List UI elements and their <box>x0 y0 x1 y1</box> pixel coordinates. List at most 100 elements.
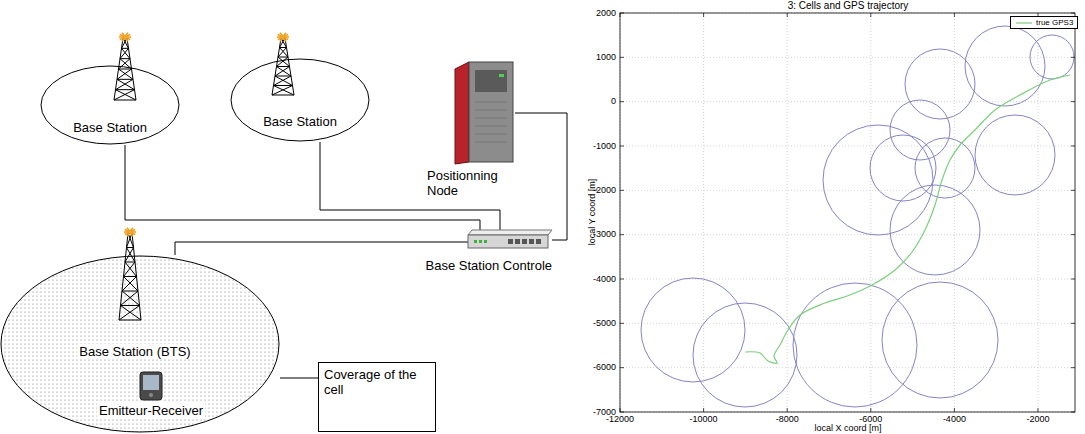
node-label: Base Station <box>263 114 337 129</box>
node-label: Base Station (BTS) <box>77 344 192 359</box>
cell-ellipse <box>231 59 369 141</box>
tower-brace <box>127 247 134 248</box>
pda-screen <box>143 375 159 390</box>
tower-brace <box>119 320 141 321</box>
mobile-device: Emitteur-Receiver <box>140 372 162 400</box>
cell-circle <box>693 303 797 407</box>
cell-circle <box>915 138 975 198</box>
flash-ray <box>278 38 281 40</box>
axis-label: local X coord [m] <box>814 423 881 433</box>
tick-label: -6000 <box>859 414 882 424</box>
tower-brace <box>122 291 138 292</box>
flash-ray <box>120 38 123 40</box>
tower-brace <box>121 291 139 306</box>
tick <box>787 408 788 412</box>
server-panel <box>475 70 507 92</box>
tower-brace <box>127 233 133 248</box>
tick-label: -2000 <box>1026 414 1049 424</box>
tower-brace <box>120 59 132 69</box>
flash-ray <box>280 33 282 36</box>
positioning-server-outline <box>455 62 515 164</box>
tower-brace <box>125 248 134 263</box>
wire <box>125 145 480 230</box>
tower-brace <box>122 38 128 48</box>
antenna-tower <box>114 38 136 100</box>
tower-brace <box>116 79 134 89</box>
tick <box>1071 190 1075 191</box>
server-vent <box>475 118 507 119</box>
tower-brace <box>120 48 129 58</box>
server-front <box>469 62 513 162</box>
antenna-tower <box>272 38 294 95</box>
cell-ellipse <box>41 66 179 144</box>
tick <box>1071 234 1075 235</box>
grid-line <box>620 323 1075 324</box>
tick <box>620 57 624 58</box>
tower-brace <box>124 277 139 292</box>
tick-label: -5000 <box>593 318 616 328</box>
tick <box>954 408 955 412</box>
tower-brace <box>117 79 135 89</box>
tower-brace <box>277 67 292 77</box>
cell-coverage: Base Station <box>40 65 180 145</box>
tick-label: -2000 <box>593 185 616 195</box>
tower-brace <box>121 305 140 306</box>
grid-line <box>703 13 704 412</box>
cell-circle <box>882 282 998 398</box>
wire <box>280 378 318 379</box>
pda-body <box>140 372 162 400</box>
tick <box>620 146 624 147</box>
router-port <box>536 239 541 244</box>
tick <box>870 408 871 412</box>
mobile-device-outline <box>140 372 162 400</box>
tower-brace <box>119 59 131 69</box>
tower-brace <box>278 48 287 58</box>
positioning-server: Positionning Node <box>455 62 515 164</box>
grid-line <box>1038 13 1039 412</box>
flash-core <box>129 231 132 234</box>
flash-ray <box>127 35 130 37</box>
tick <box>954 13 955 17</box>
grid-line <box>787 13 788 412</box>
tower-brace <box>117 79 133 80</box>
tick <box>620 101 624 102</box>
tick <box>1071 323 1075 324</box>
tick <box>620 323 624 324</box>
router-led <box>474 240 477 243</box>
wire <box>175 242 468 255</box>
tower-brace <box>120 58 130 59</box>
server-side <box>455 62 469 164</box>
cell-circle <box>965 26 1045 106</box>
ticks <box>620 13 1075 412</box>
tower-brace <box>119 69 134 79</box>
tower-brace <box>278 57 288 58</box>
tower-brace <box>280 47 287 48</box>
tower-brace <box>124 262 136 277</box>
cell-circle <box>823 125 933 235</box>
tick <box>1071 279 1075 280</box>
tick <box>620 190 624 191</box>
tower-brace <box>127 248 136 263</box>
tower-brace <box>275 67 290 77</box>
radio-flash <box>119 33 131 42</box>
flash-ray <box>284 39 286 42</box>
flash-ray <box>127 228 129 231</box>
tower-brace <box>274 85 293 86</box>
server-led <box>499 74 504 77</box>
tick-label: 0 <box>611 96 616 106</box>
router-top <box>468 230 552 235</box>
tick <box>1071 146 1075 147</box>
grid-line <box>870 13 871 412</box>
tower-brace <box>125 262 135 263</box>
server-vent <box>475 102 507 103</box>
tick <box>1038 408 1039 412</box>
tower-brace <box>274 76 292 86</box>
chart-title: 3: Cells and GPS trajectory <box>788 0 909 12</box>
node-label: Base Station Controle <box>426 258 552 273</box>
cell-circle <box>641 278 745 382</box>
tower-brace <box>124 276 137 277</box>
cell-circle <box>975 115 1055 195</box>
flash-core <box>282 36 285 39</box>
flash-ray <box>125 233 128 235</box>
